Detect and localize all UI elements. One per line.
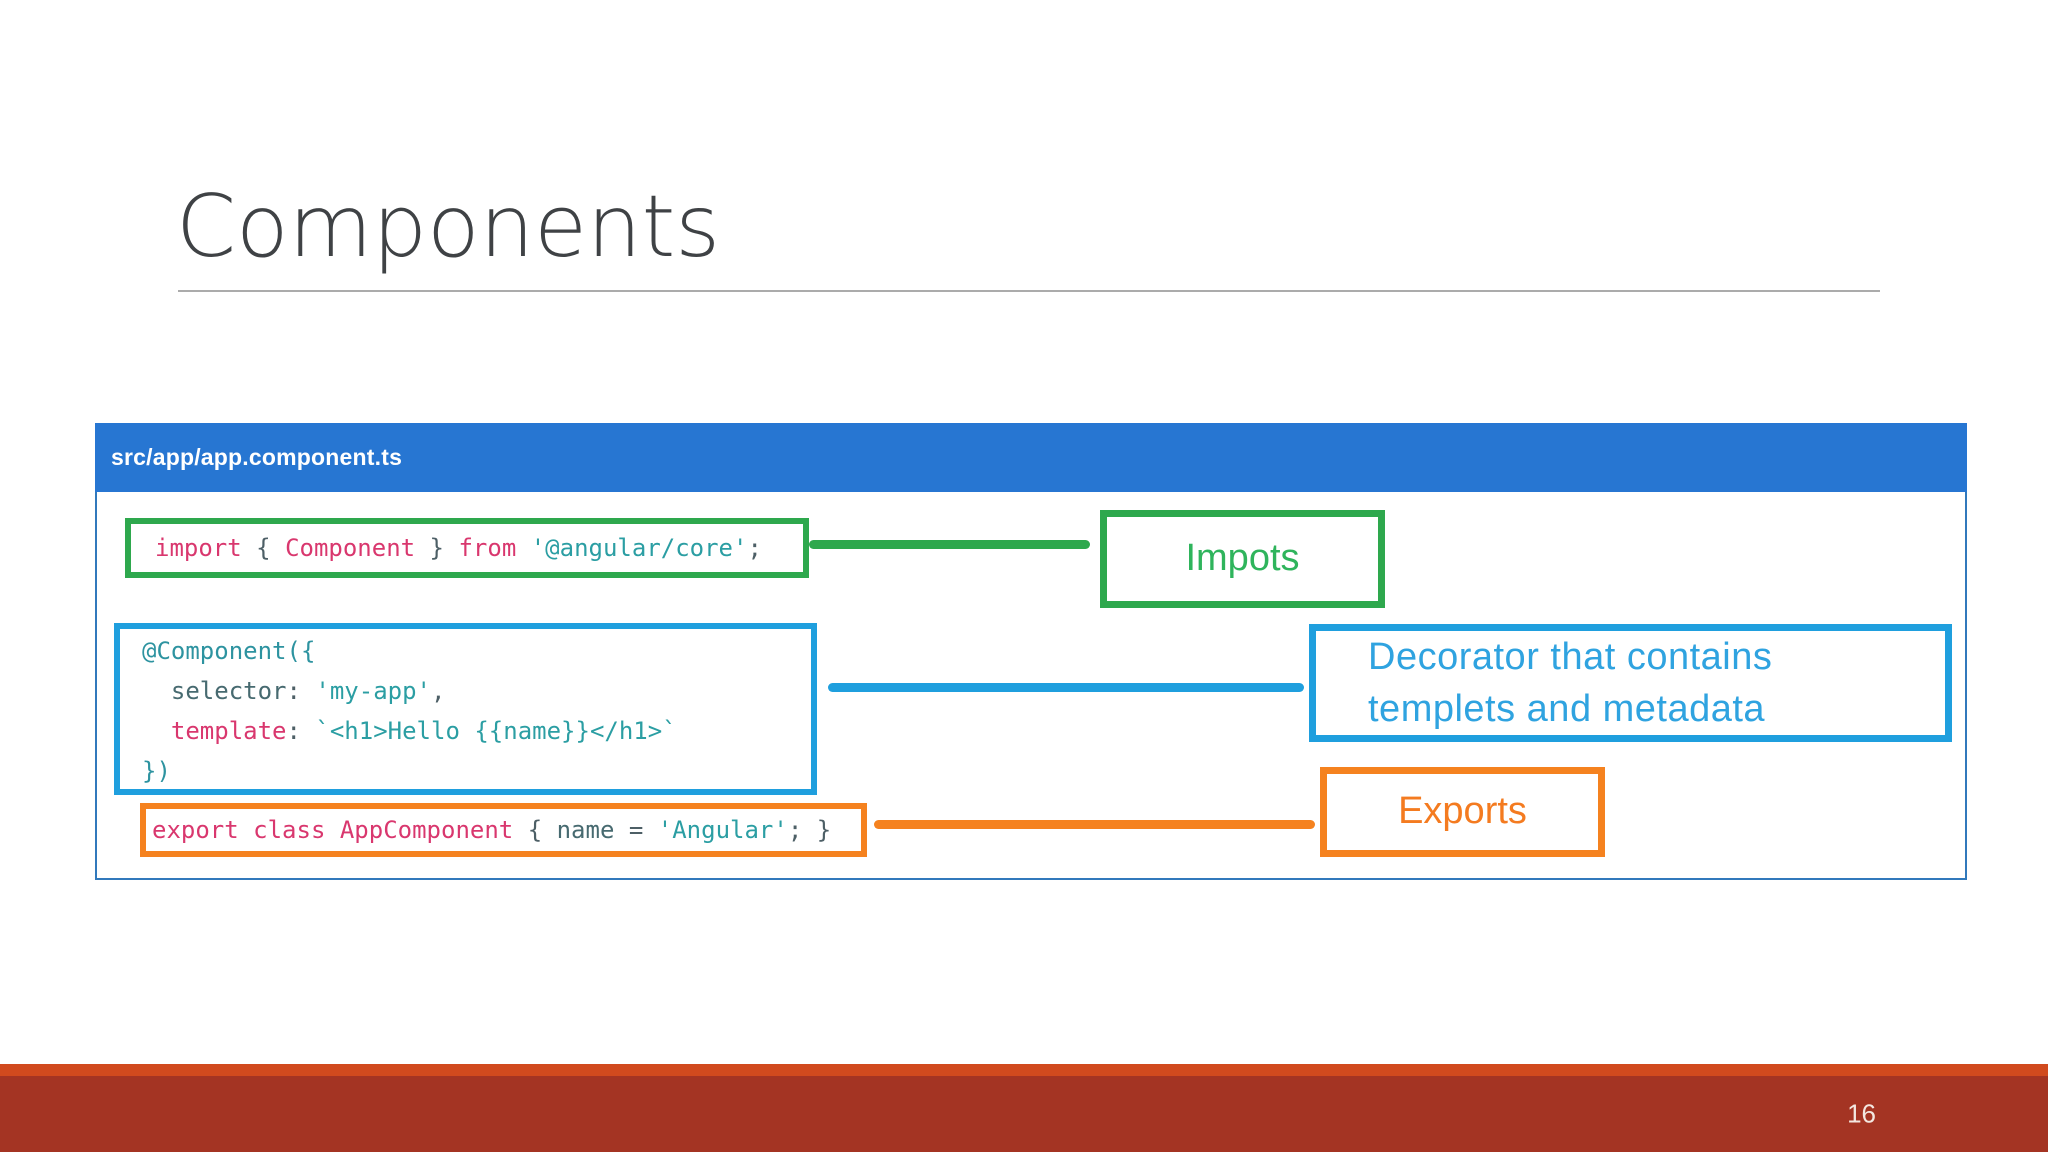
code-panel: src/app/app.component.ts import { Compon… — [95, 423, 1967, 880]
export-code-box: export class AppComponent { name = 'Angu… — [140, 803, 867, 857]
footer-bar: 16 — [0, 1076, 2048, 1152]
imports-connector-line — [809, 540, 1090, 549]
file-path-label: src/app/app.component.ts — [111, 444, 403, 470]
decorator-line-selector: selector: 'my-app', — [170, 677, 446, 705]
export-code-line: export class AppComponent { name = 'Angu… — [152, 816, 832, 844]
title-underline — [178, 290, 1880, 292]
import-code-box: import { Component } from '@angular/core… — [125, 518, 809, 578]
page-title: Components — [176, 177, 721, 277]
decorator-label-line1: Decorator that contains — [1368, 636, 1773, 678]
code-panel-header: src/app/app.component.ts — [95, 423, 1967, 492]
imports-label: Impots — [1185, 537, 1300, 580]
decorator-label: Decorator that contains templets and met… — [1316, 631, 1772, 735]
footer-accent-strip — [0, 1064, 2048, 1076]
exports-connector-line — [874, 820, 1315, 829]
decorator-line-close: }) — [142, 757, 171, 785]
decorator-label-line2: templets and metadata — [1368, 688, 1766, 730]
imports-label-box: Impots — [1100, 510, 1385, 608]
exports-label: Exports — [1398, 790, 1527, 833]
decorator-line-template: template: `<h1>Hello {{name}}</h1>` — [170, 717, 677, 745]
import-code-line: import { Component } from '@angular/core… — [155, 534, 762, 562]
exports-label-box: Exports — [1320, 767, 1605, 857]
page-number: 16 — [1847, 1098, 1876, 1129]
decorator-connector-line — [828, 683, 1304, 692]
decorator-code-box: @Component({ selector: 'my-app', templat… — [114, 623, 817, 795]
decorator-label-box: Decorator that contains templets and met… — [1309, 624, 1952, 742]
decorator-line-open: @Component({ — [142, 637, 316, 665]
